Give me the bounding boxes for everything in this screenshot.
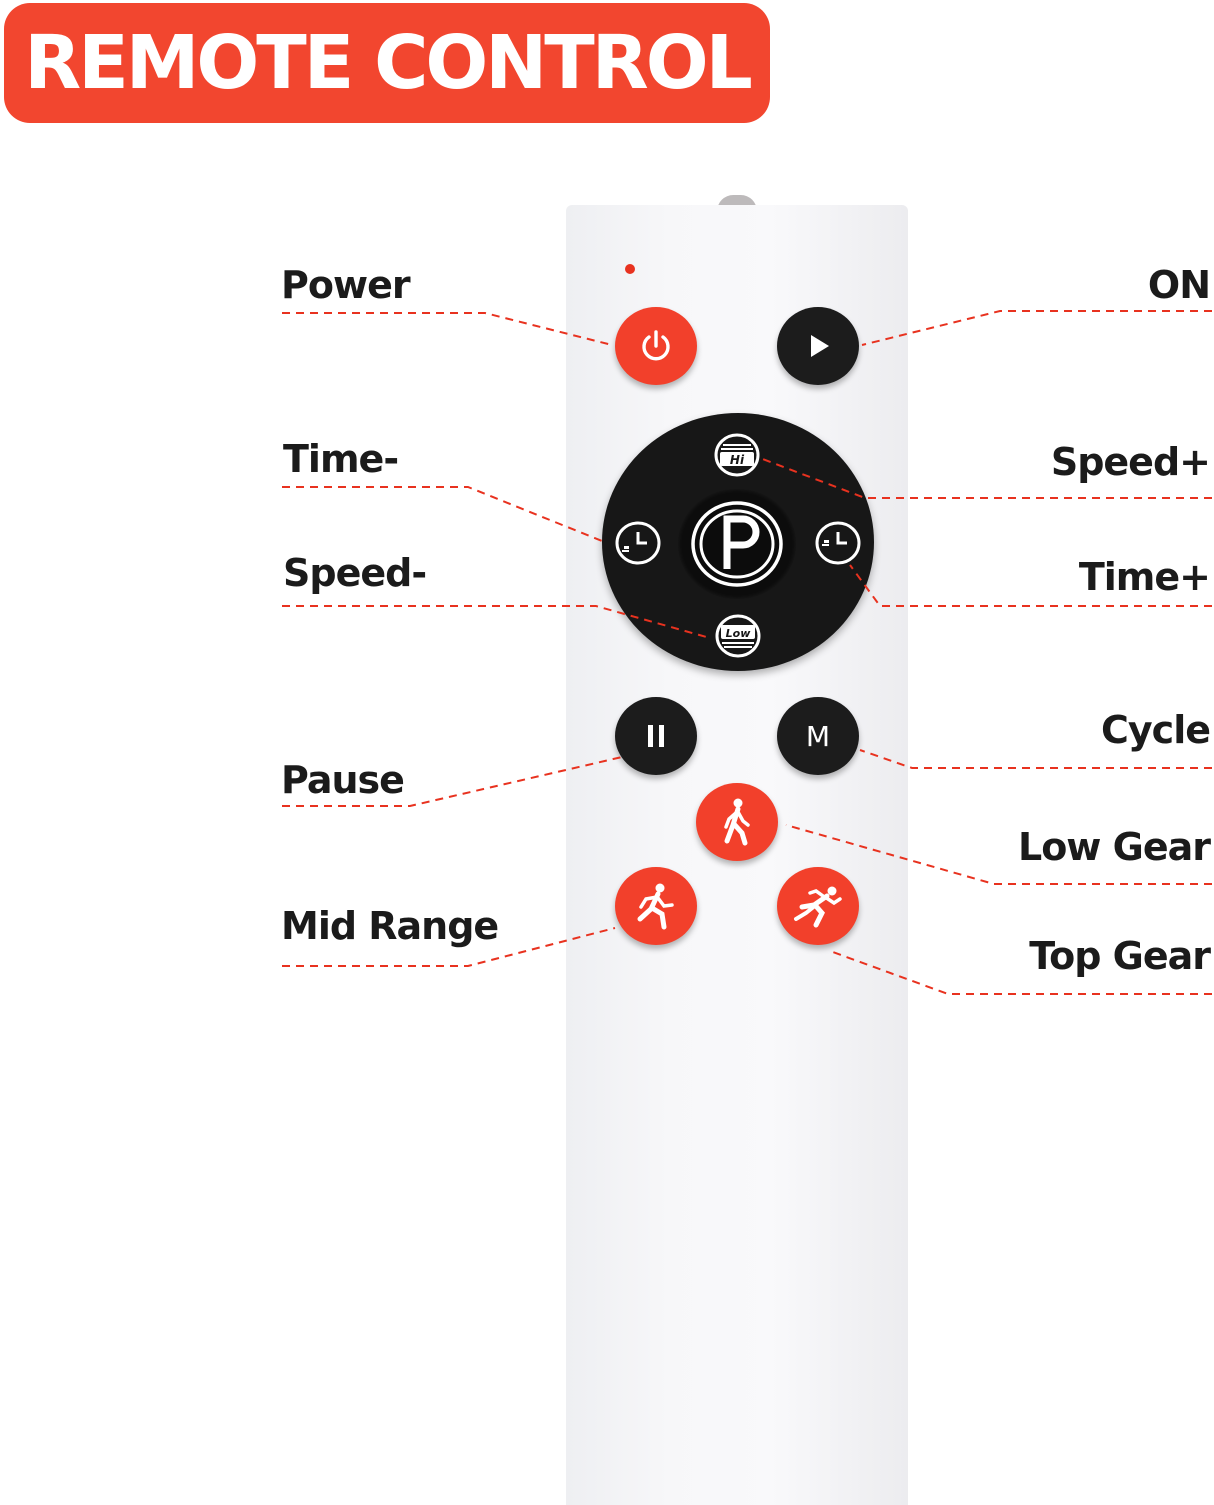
time-minus-button[interactable] bbox=[614, 520, 662, 566]
label-on: ON bbox=[1147, 263, 1211, 307]
speed-minus-button[interactable]: Low bbox=[714, 613, 762, 659]
pause-icon bbox=[648, 725, 664, 747]
svg-text:Low: Low bbox=[726, 627, 752, 640]
label-time-plus: Time+ bbox=[1078, 555, 1211, 599]
low-icon: Low bbox=[715, 614, 761, 658]
running-icon bbox=[637, 883, 674, 930]
title-banner: REMOTE CONTROL bbox=[4, 3, 770, 123]
leader-on bbox=[861, 310, 1212, 346]
p-logo-icon bbox=[691, 501, 783, 587]
label-speed-minus: Speed- bbox=[283, 551, 427, 595]
label-cycle: Cycle bbox=[1101, 708, 1211, 752]
label-time-minus: Time- bbox=[283, 437, 399, 481]
time-plus-button[interactable] bbox=[814, 520, 862, 566]
leader-power bbox=[282, 312, 613, 346]
top-gear-button[interactable] bbox=[777, 867, 859, 945]
leader-cycle bbox=[859, 749, 1212, 769]
status-led bbox=[625, 264, 635, 274]
speed-plus-button[interactable]: Hi bbox=[713, 432, 761, 478]
label-top-gear: Top Gear bbox=[1029, 934, 1211, 978]
sprinting-icon bbox=[794, 886, 842, 928]
svg-text:Hi: Hi bbox=[730, 453, 745, 467]
power-button[interactable] bbox=[615, 307, 697, 385]
clock-icon bbox=[615, 521, 661, 565]
walking-icon bbox=[724, 798, 750, 846]
mid-range-button[interactable] bbox=[615, 867, 697, 945]
m-icon: M bbox=[805, 719, 831, 753]
label-pause: Pause bbox=[281, 758, 405, 802]
power-icon bbox=[642, 330, 670, 361]
cycle-button[interactable]: M bbox=[777, 697, 859, 775]
hi-icon: Hi bbox=[714, 433, 760, 477]
label-mid-range: Mid Range bbox=[281, 904, 499, 948]
leader-time-minus bbox=[282, 486, 608, 544]
center-button[interactable] bbox=[678, 489, 796, 599]
clock-icon bbox=[815, 521, 861, 565]
banner-title: REMOTE CONTROL bbox=[24, 20, 753, 106]
label-power: Power bbox=[281, 263, 411, 307]
on-button[interactable] bbox=[777, 307, 859, 385]
label-speed-plus: Speed+ bbox=[1050, 440, 1211, 484]
play-icon bbox=[811, 335, 829, 357]
label-low-gear: Low Gear bbox=[1017, 825, 1211, 869]
pause-button[interactable] bbox=[615, 697, 697, 775]
low-gear-button[interactable] bbox=[696, 783, 778, 861]
